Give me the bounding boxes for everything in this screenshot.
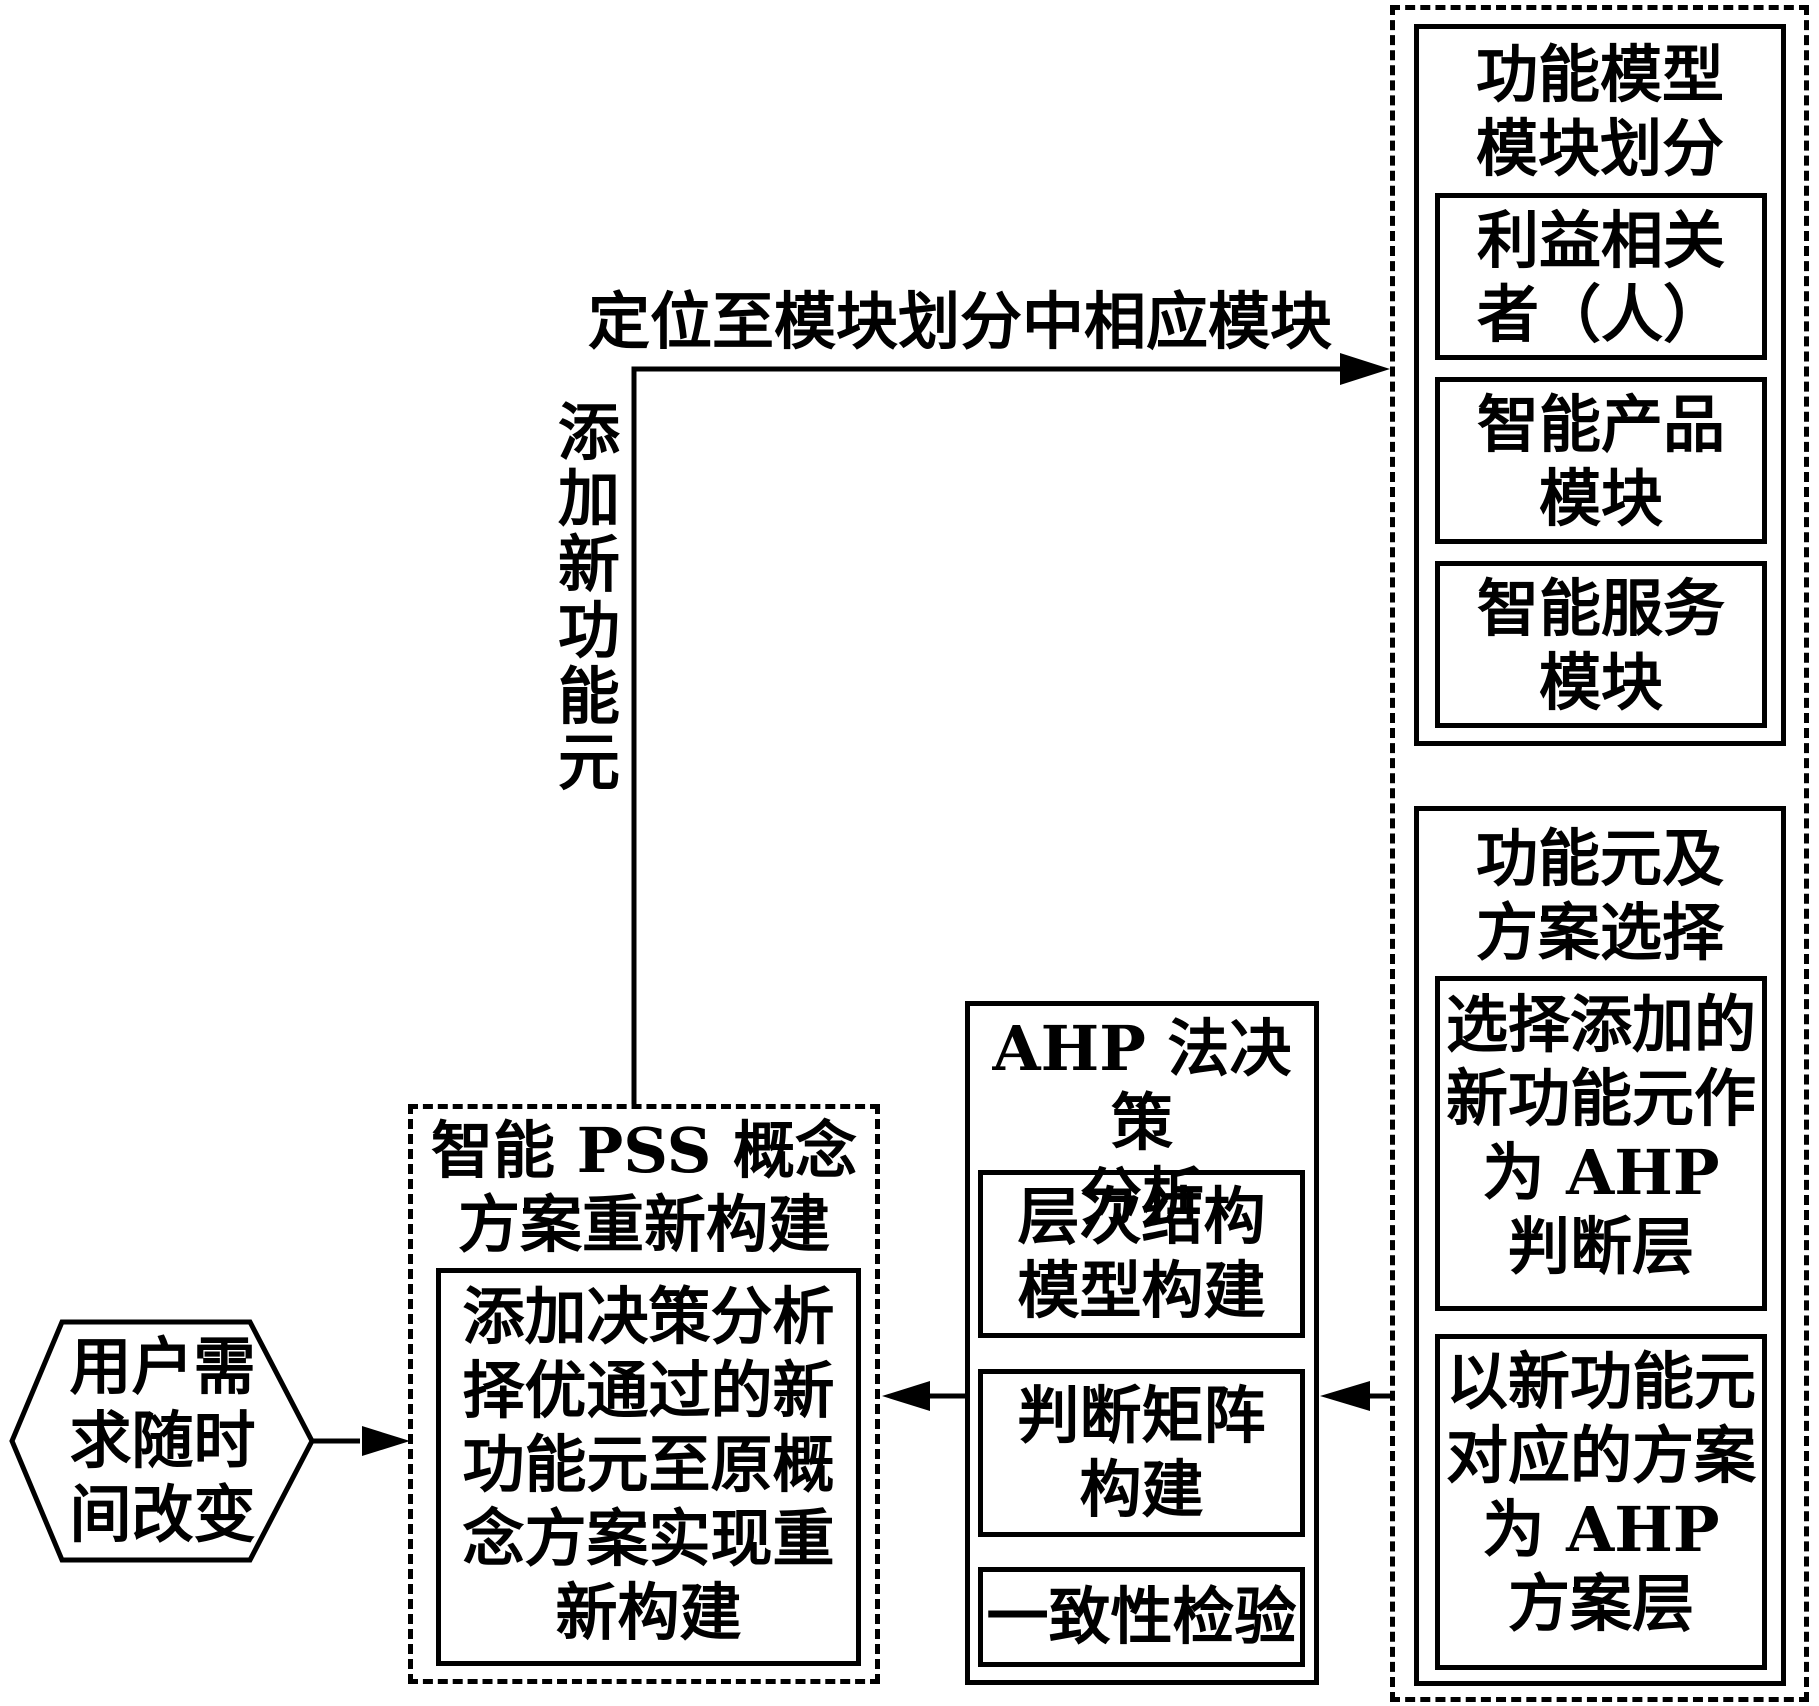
- selection-item-2: 以新功能元 对应的方案 为 AHP 方案层: [1445, 1345, 1756, 1640]
- pss-container: [408, 1104, 880, 1684]
- selection-item-box-1: [1435, 976, 1767, 1311]
- module-box-2: [1435, 377, 1767, 544]
- arrow-pss-to-module: [631, 366, 1340, 1104]
- pss-inner-box: [436, 1268, 861, 1666]
- ahp-step-1: 层次结构 模型构建: [1017, 1180, 1266, 1327]
- edge-label-add-function: 添加新功能元: [557, 396, 620, 799]
- right-dashed-container: [1390, 5, 1809, 1702]
- module-box-3: [1435, 561, 1767, 728]
- pss-inner-text: 添加决策分析 择优通过的新 功能元至原概 念方案实现重 新构建: [462, 1280, 835, 1649]
- selection-item-1: 选择添加的 新功能元作 为 AHP 判断层: [1445, 988, 1756, 1283]
- user-need-hexagon: [9, 1319, 315, 1563]
- function-model-title: 功能模型 模块划分: [1475, 38, 1724, 185]
- module-2: 智能产品 模块: [1476, 388, 1725, 535]
- ahp-step-2: 判断矩阵 构建: [1017, 1379, 1266, 1526]
- arrowhead-user-to-pss: [362, 1426, 410, 1456]
- module-box-1: [1435, 193, 1767, 360]
- pss-title: 智能 PSS 概念 方案重新构建: [431, 1114, 857, 1261]
- selection-item-box-2: [1435, 1334, 1767, 1670]
- arrowhead-ahp-to-pss: [882, 1381, 930, 1411]
- arrowhead-selection-to-ahp: [1320, 1381, 1370, 1411]
- ahp-step-box-3: [978, 1567, 1305, 1667]
- function-model-box: [1414, 24, 1786, 746]
- module-3: 智能服务 模块: [1476, 572, 1725, 719]
- selection-box: [1414, 806, 1786, 1686]
- ahp-step-3: 一致性检验: [986, 1580, 1297, 1653]
- ahp-title: AHP 法决策 分析: [992, 1012, 1292, 1233]
- module-1: 利益相关 者（人）: [1476, 204, 1725, 351]
- ahp-container: [965, 1001, 1319, 1685]
- user-need-label: 用户需 求随时 间改变: [69, 1330, 256, 1551]
- arrowhead-pss-to-module: [1340, 353, 1390, 385]
- ahp-step-box-2: [978, 1369, 1305, 1537]
- selection-title: 功能元及 方案选择: [1475, 822, 1724, 969]
- ahp-step-box-1: [978, 1170, 1305, 1338]
- edge-label-locate-module: 定位至模块划分中相应模块: [587, 285, 1332, 358]
